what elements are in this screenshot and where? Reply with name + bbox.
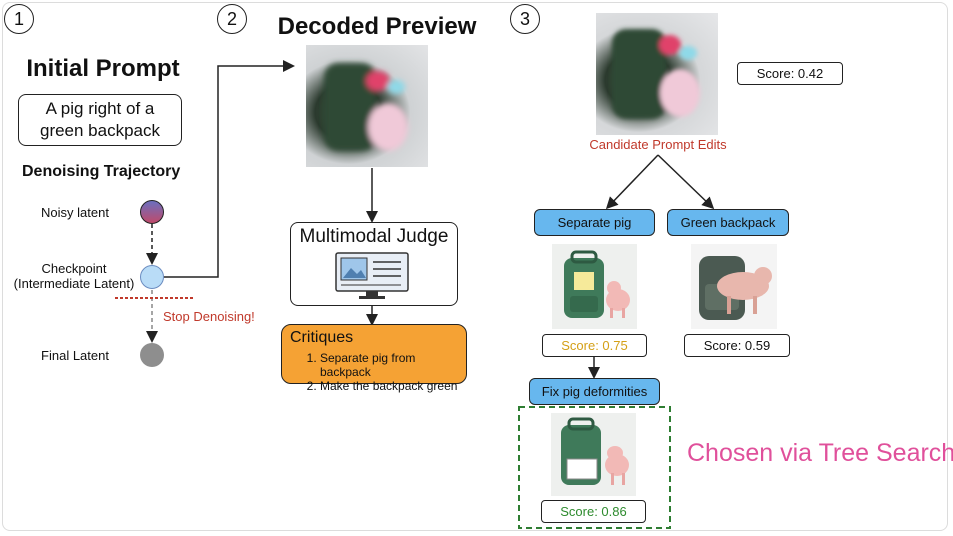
critiques-title: Critiques xyxy=(290,329,354,346)
initial-prompt-title: Initial Prompt xyxy=(26,55,180,82)
step-3-badge: 3 xyxy=(510,4,540,34)
noisy-latent-node xyxy=(140,200,164,224)
decoded-preview-image xyxy=(306,45,428,167)
checkpoint-node xyxy=(140,265,164,289)
pig-on-backpack-icon xyxy=(699,256,772,320)
separate-pig-score-box: Score: 0.75 xyxy=(542,334,647,357)
decoded-preview-title: Decoded Preview xyxy=(277,13,477,40)
critiques-list: Separate pig from backpack Make the back… xyxy=(290,351,458,393)
green-backpack-with-pig-icon xyxy=(564,250,630,318)
checkpoint-to-preview-arrow xyxy=(164,60,295,278)
final-chosen-image xyxy=(551,413,636,496)
step-2-badge: 2 xyxy=(217,4,247,34)
top-score-box: Score: 0.42 xyxy=(737,62,843,85)
blurry-pig-backpack-icon xyxy=(324,63,408,151)
final-latent-node xyxy=(140,343,164,367)
multimodal-judge-title: Multimodal Judge xyxy=(299,226,449,247)
chosen-selection-box xyxy=(518,406,671,529)
edit-separate-pig-pill: Separate pig xyxy=(534,209,655,236)
candidate-preview-image xyxy=(596,13,718,135)
step-1-badge: 1 xyxy=(4,4,34,34)
checkpoint-label-line-1: Checkpoint xyxy=(41,261,107,276)
prompt-line-2: green backpack xyxy=(39,121,161,140)
candidate-prompt-edits-label: Candidate Prompt Edits xyxy=(589,137,727,152)
separate-pig-image xyxy=(552,244,637,329)
edit-fix-pig-deformities-pill: Fix pig deformities xyxy=(529,378,660,405)
candidate-to-left-arrow xyxy=(605,154,659,210)
stop-denoising-label: Stop Denoising! xyxy=(163,309,255,324)
critique-item: Make the backpack green xyxy=(320,379,458,393)
monitor-icon xyxy=(335,252,409,299)
candidate-to-right-arrow xyxy=(657,154,715,210)
final-latent-label: Final Latent xyxy=(41,348,109,363)
checkpoint-label: Checkpoint (Intermediate Latent) xyxy=(4,261,144,291)
multimodal-judge-box: Multimodal Judge xyxy=(290,222,458,306)
critiques-box: Critiques Separate pig from backpack Mak… xyxy=(281,324,467,393)
figure-frame xyxy=(2,2,948,531)
noisy-latent-label: Noisy latent xyxy=(41,205,109,220)
chosen-via-tree-search-label: Chosen via Tree Search! xyxy=(687,439,953,467)
green-backpack-score-box: Score: 0.59 xyxy=(684,334,790,357)
edit-green-backpack-pill: Green backpack xyxy=(667,209,789,236)
green-backpack-image xyxy=(691,244,777,329)
initial-prompt-box: A pig right of a green backpack xyxy=(18,94,182,146)
prompt-line-1: A pig right of a xyxy=(45,99,155,118)
critique-item: Separate pig from backpack xyxy=(320,351,458,379)
denoising-trajectory-title: Denoising Trajectory xyxy=(22,163,181,180)
green-backpack-with-pig-icon xyxy=(561,417,629,485)
checkpoint-label-line-2: (Intermediate Latent) xyxy=(13,276,135,291)
blurry-pig-backpack-icon xyxy=(612,29,700,119)
final-score-box: Score: 0.86 xyxy=(541,500,646,523)
